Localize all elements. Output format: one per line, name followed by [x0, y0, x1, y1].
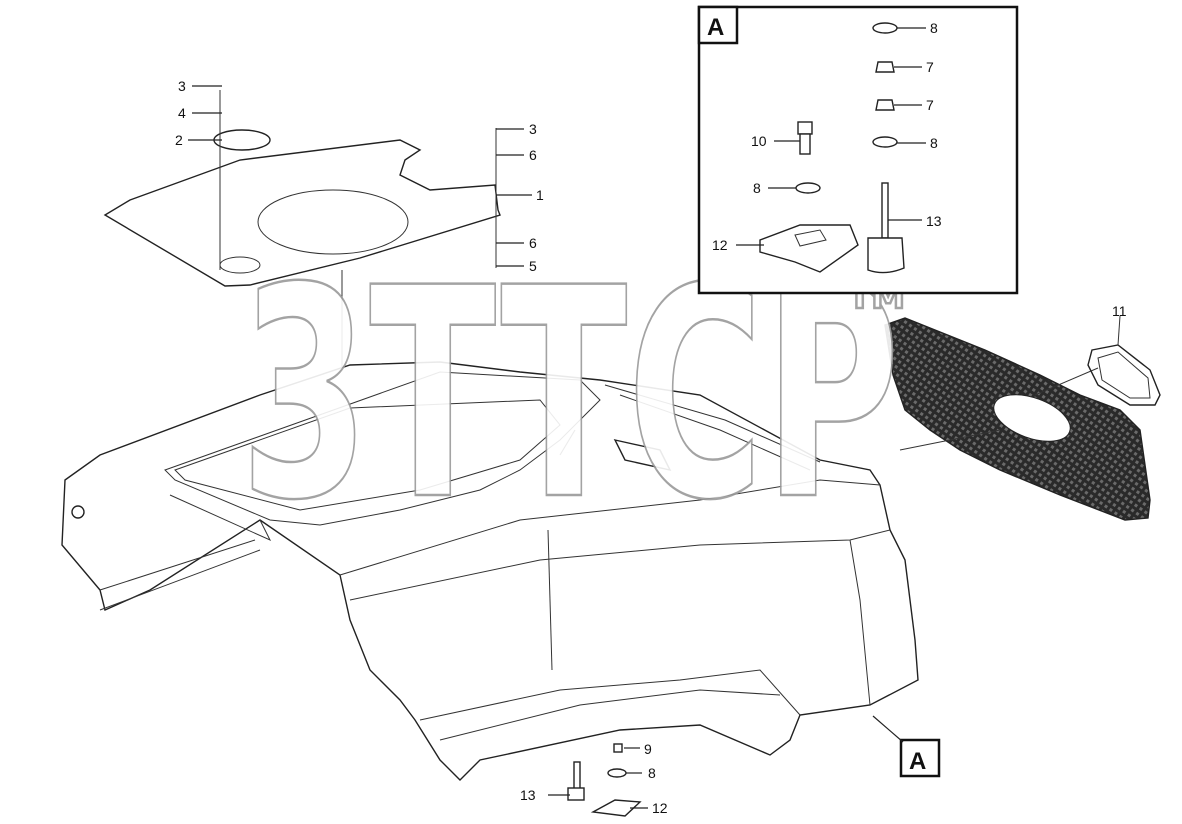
callout-labels: 3 4 2 3 6 1 6 5 8 7 7 8 10 8 12 13 11 9 … — [175, 20, 1127, 816]
svg-text:3TTCP: 3TTCP — [240, 227, 900, 564]
label-a-7-a: 7 — [926, 59, 934, 75]
mesh-grille — [884, 315, 1161, 521]
label-4: 4 — [178, 105, 186, 121]
label-11: 11 — [1112, 303, 1127, 319]
detail-view-a: A — [697, 5, 1019, 295]
cover-plate — [213, 129, 271, 151]
label-6-top: 6 — [529, 147, 537, 163]
label-a-8-mid: 8 — [930, 135, 938, 151]
svg-text:A: A — [707, 14, 724, 41]
label-6-bottom: 6 — [529, 235, 537, 251]
label-1: 1 — [536, 187, 544, 203]
label-5: 5 — [529, 258, 537, 274]
leader-lines — [188, 27, 926, 809]
label-2: 2 — [175, 132, 183, 148]
label-a-8-left: 8 — [753, 180, 761, 196]
hood-body — [61, 361, 919, 781]
label-9: 9 — [644, 741, 652, 757]
watermark: 3TTCP TM — [239, 226, 907, 566]
label-a-12: 12 — [712, 237, 728, 253]
bottom-hardware — [567, 743, 642, 817]
label-a-10: 10 — [751, 133, 767, 149]
label-a-8-top: 8 — [930, 20, 938, 36]
label-a-7-b: 7 — [926, 97, 934, 113]
callout-a: A — [872, 715, 941, 778]
label-3-left: 3 — [178, 78, 186, 94]
svg-text:A: A — [909, 748, 926, 775]
label-8-bottom: 8 — [648, 765, 656, 781]
label-3-right: 3 — [529, 121, 537, 137]
label-a-13: 13 — [926, 213, 942, 229]
label-12-bottom: 12 — [652, 800, 668, 816]
label-13-bottom: 13 — [520, 787, 536, 803]
roof-panel — [103, 90, 501, 440]
